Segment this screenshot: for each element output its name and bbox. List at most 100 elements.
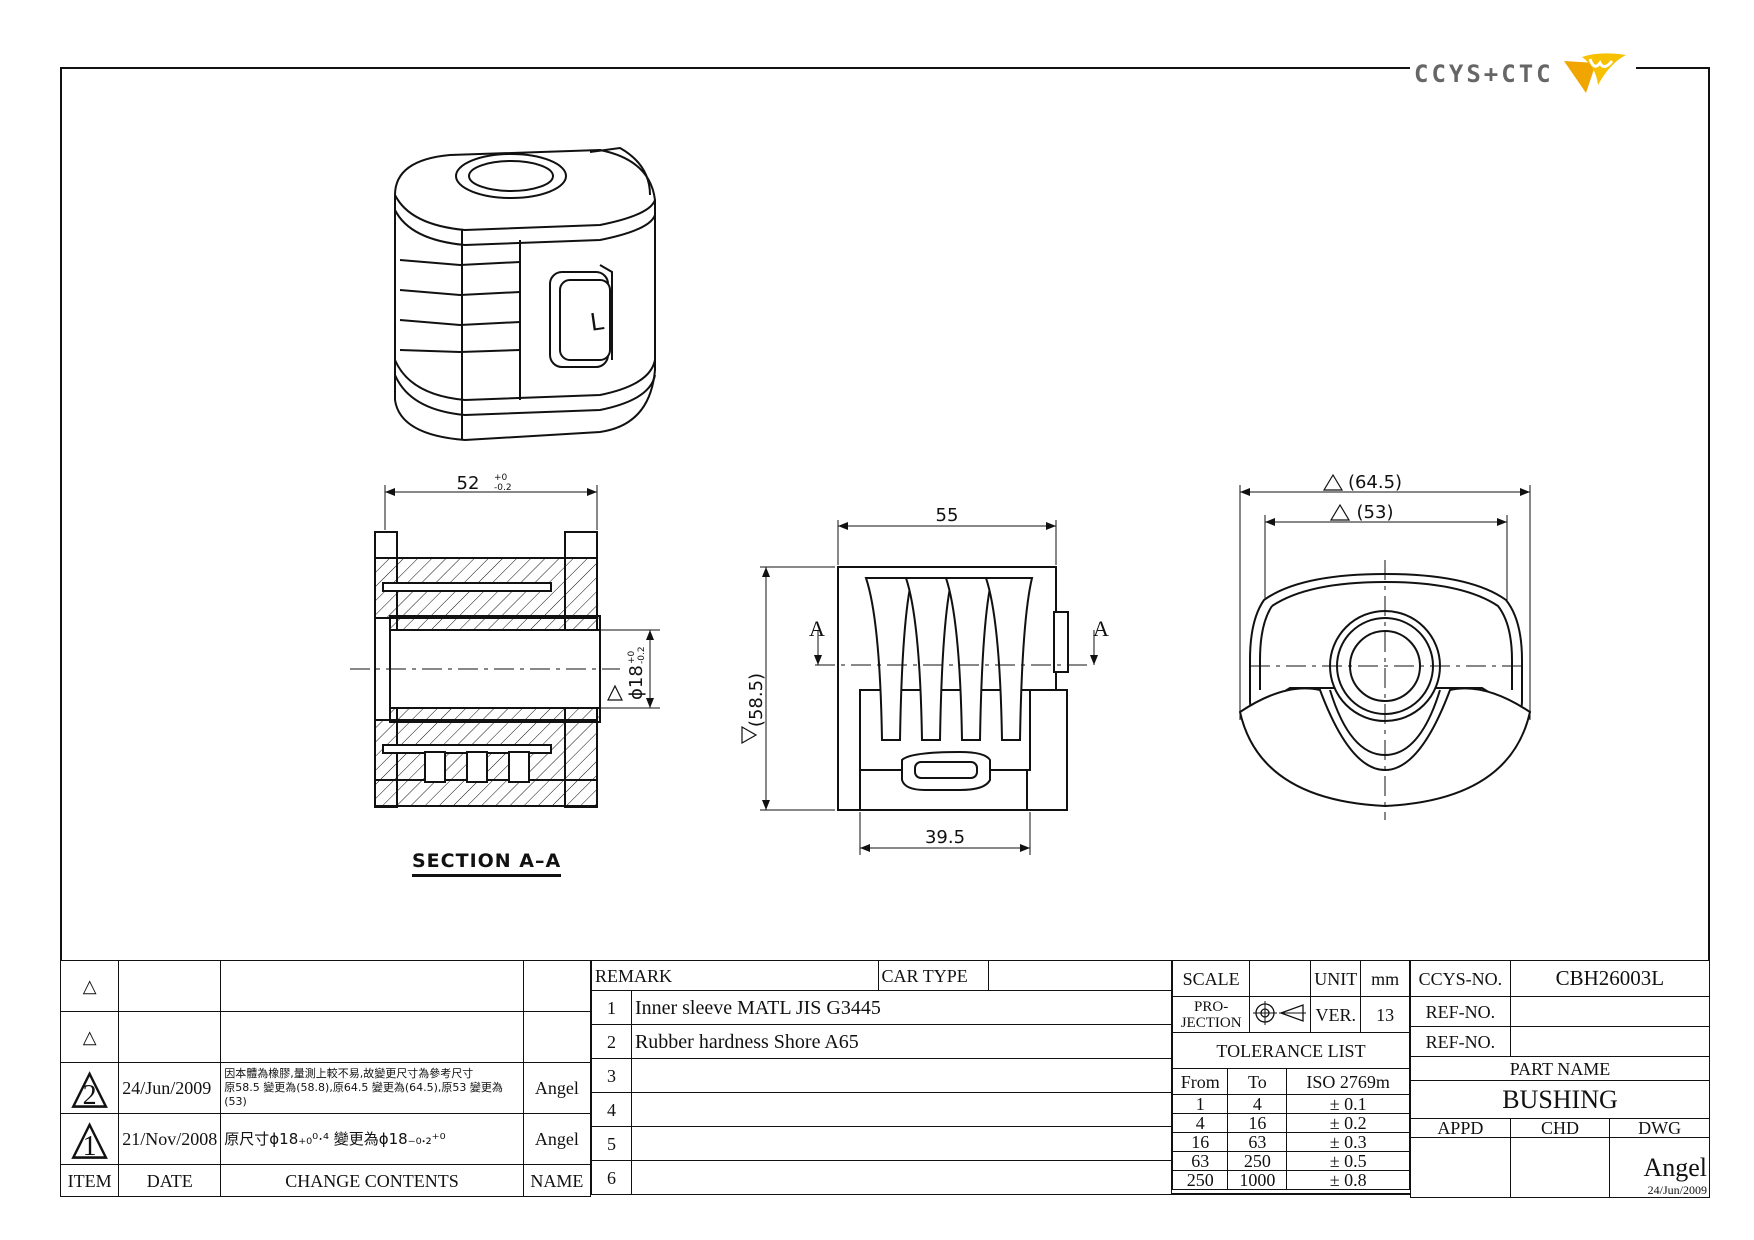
table-row: 6 <box>591 1160 1173 1195</box>
front-view <box>760 520 1098 855</box>
revision-date <box>118 1011 222 1063</box>
tol-value: ± 0.2 <box>1286 1113 1410 1133</box>
tol-to: 1000 <box>1227 1170 1288 1190</box>
dim-front-width: 55 <box>936 505 959 526</box>
scale-value <box>1249 960 1312 997</box>
dim-bore: ϕ18 <box>626 665 647 700</box>
revision-item: △ 2 <box>59 1062 120 1114</box>
table-row: PRO-JECTION VER. 13 <box>1171 996 1410 1033</box>
company-logo: CCYS+CTC <box>1410 44 1636 104</box>
isometric-view <box>394 146 656 442</box>
appd-label: APPD <box>1410 1118 1511 1138</box>
remark-label: REMARK <box>591 960 879 991</box>
ref-no-label: REF-NO. <box>1410 996 1511 1027</box>
col-header-from: From <box>1171 1068 1229 1095</box>
table-row: PART NAME <box>1410 1056 1710 1081</box>
tol-value: ± 0.5 <box>1286 1151 1410 1171</box>
remark-text: Inner sleeve MATL JIS G3445 <box>630 990 1173 1025</box>
revision-date <box>118 960 222 1012</box>
dim-side-inner: (53) <box>1357 502 1394 523</box>
table-row: △ 2 24/Jun/2009 因本體為橡膠,量測上較不易,故變更尺寸為參考尺寸… <box>59 1062 592 1114</box>
part-name-label: PART NAME <box>1410 1056 1710 1081</box>
remark-text <box>630 1126 1173 1161</box>
dim-bore-tol-lower: -0.2 <box>637 646 647 664</box>
revision-triangle-icon: △ <box>59 1011 120 1063</box>
table-row: CCYS-NO. CBH26003L <box>1410 960 1711 997</box>
tol-to: 4 <box>1227 1094 1288 1114</box>
revision-triangle-icon <box>1322 473 1351 521</box>
ver-label: VER. <box>1310 996 1362 1033</box>
table-row: 3 <box>591 1058 1173 1093</box>
ccys-no-value: CBH26003L <box>1509 960 1711 997</box>
remark-text <box>630 1092 1173 1127</box>
tol-from: 16 <box>1171 1132 1229 1152</box>
table-row: BUSHING <box>1410 1080 1710 1119</box>
table-row: REF-NO. <box>1410 996 1711 1027</box>
title-block-table: CCYS-NO. CBH26003L REF-NO. REF-NO. PART … <box>1410 960 1711 1198</box>
ref-no-value <box>1509 996 1711 1027</box>
tolerance-title: TOLERANCE LIST <box>1172 1032 1410 1069</box>
tol-from: 250 <box>1171 1170 1229 1190</box>
section-title: SECTION A–A <box>412 850 562 877</box>
table-row: TOLERANCE LIST <box>1172 1032 1410 1069</box>
table-row: 4 <box>591 1092 1173 1127</box>
revision-item: △ 1 <box>59 1111 120 1165</box>
unit-value: mm <box>1360 960 1410 997</box>
scale-label: SCALE <box>1171 960 1251 997</box>
revision-triangle-icon: △ <box>71 1111 109 1164</box>
section-mark-left: A <box>809 616 825 641</box>
tol-from: 63 <box>1171 1151 1229 1171</box>
car-type-label: CAR TYPE <box>877 960 990 991</box>
side-view <box>1238 485 1532 820</box>
col-header-date: DATE <box>118 1164 222 1197</box>
dim-section-width: 52 <box>457 473 480 494</box>
table-row: △ 1 21/Nov/2008 原尺寸ϕ18₊₀⁰⋅⁴ 變更為ϕ18₋₀⸳₂⁺⁰… <box>59 1111 592 1165</box>
col-header-contents: CHANGE CONTENTS <box>220 1164 524 1197</box>
remark-no: 3 <box>591 1058 632 1093</box>
revision-date: 21/Nov/2008 <box>118 1113 222 1165</box>
tol-from: 4 <box>1171 1113 1229 1133</box>
logo-swoosh-icon <box>1563 53 1626 93</box>
revision-triangle-icon <box>741 725 758 745</box>
dim-bore-tol-upper: +0 <box>627 650 637 664</box>
tol-from: 1 <box>1171 1094 1229 1114</box>
table-row: SCALE UNIT mm <box>1171 960 1410 997</box>
remark-no: 5 <box>591 1126 632 1161</box>
tolerance-table: SCALE UNIT mm PRO-JECTION VER. 13 TOLERA… <box>1171 960 1410 1190</box>
tol-to: 16 <box>1227 1113 1288 1133</box>
section-mark-right: A <box>1093 616 1109 641</box>
tol-value: ± 0.8 <box>1286 1170 1410 1190</box>
remark-no: 4 <box>591 1092 632 1127</box>
revision-triangle-icon <box>607 684 623 701</box>
dim-section-width-tol-upper: +0 <box>494 473 508 483</box>
revision-contents: 因本體為橡膠,量測上較不易,故變更尺寸為參考尺寸 原58.5 變更為(58.8)… <box>220 1062 524 1114</box>
table-row: REF-NO. <box>1410 1026 1711 1057</box>
remark-text: Rubber hardness Shore A65 <box>630 1024 1173 1059</box>
tol-to: 250 <box>1227 1151 1288 1171</box>
revision-name: Angel <box>522 1062 592 1114</box>
table-header-row: ITEM DATE CHANGE CONTENTS NAME <box>59 1164 592 1197</box>
remark-no: 1 <box>591 990 632 1025</box>
revision-date: 24/Jun/2009 <box>118 1062 222 1114</box>
dim-front-base: 39.5 <box>925 827 965 848</box>
dim-front-height: (58.5) <box>746 673 767 727</box>
logo-text: CCYS+CTC <box>1414 60 1554 88</box>
tol-value: ± 0.3 <box>1286 1132 1410 1152</box>
appd-value <box>1410 1137 1511 1198</box>
chd-value <box>1509 1137 1611 1198</box>
table-row: Angel 24/Jun/2009 <box>1410 1137 1710 1198</box>
projection-label: PRO-JECTION <box>1171 996 1251 1033</box>
remark-no: 2 <box>591 1024 632 1059</box>
ccys-no-label: CCYS-NO. <box>1410 960 1511 997</box>
col-header-item: ITEM <box>59 1164 120 1197</box>
section-view <box>350 485 660 808</box>
col-header-iso: ISO 2769m <box>1286 1068 1410 1095</box>
revision-contents <box>220 1011 524 1063</box>
col-header-name: NAME <box>522 1164 592 1197</box>
